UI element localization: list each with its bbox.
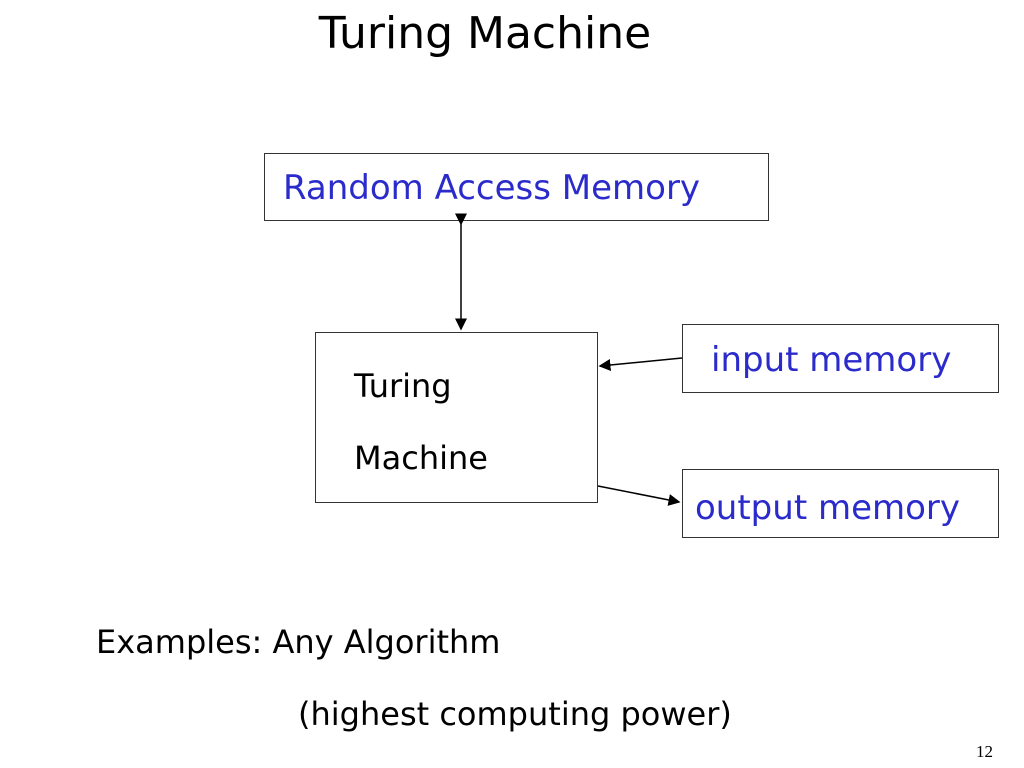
machine-label-line2: Machine xyxy=(354,439,488,477)
input-memory-label: input memory xyxy=(711,340,952,380)
ram-box: Random Access Memory xyxy=(264,153,769,221)
input-memory-box: input memory xyxy=(682,324,999,393)
turing-machine-box: Turing Machine xyxy=(315,332,598,503)
page-number: 12 xyxy=(976,742,993,761)
slide-title: Turing Machine xyxy=(318,8,652,59)
output-memory-box: output memory xyxy=(682,469,999,538)
examples-line2: (highest computing power) xyxy=(298,695,732,733)
output-memory-label: output memory xyxy=(695,488,961,528)
machine-label-line1: Turing xyxy=(354,367,452,405)
output-arrow xyxy=(597,485,681,506)
input-arrow xyxy=(598,357,683,371)
examples-line1: Examples: Any Algorithm xyxy=(96,623,501,661)
ram-label: Random Access Memory xyxy=(283,168,701,208)
